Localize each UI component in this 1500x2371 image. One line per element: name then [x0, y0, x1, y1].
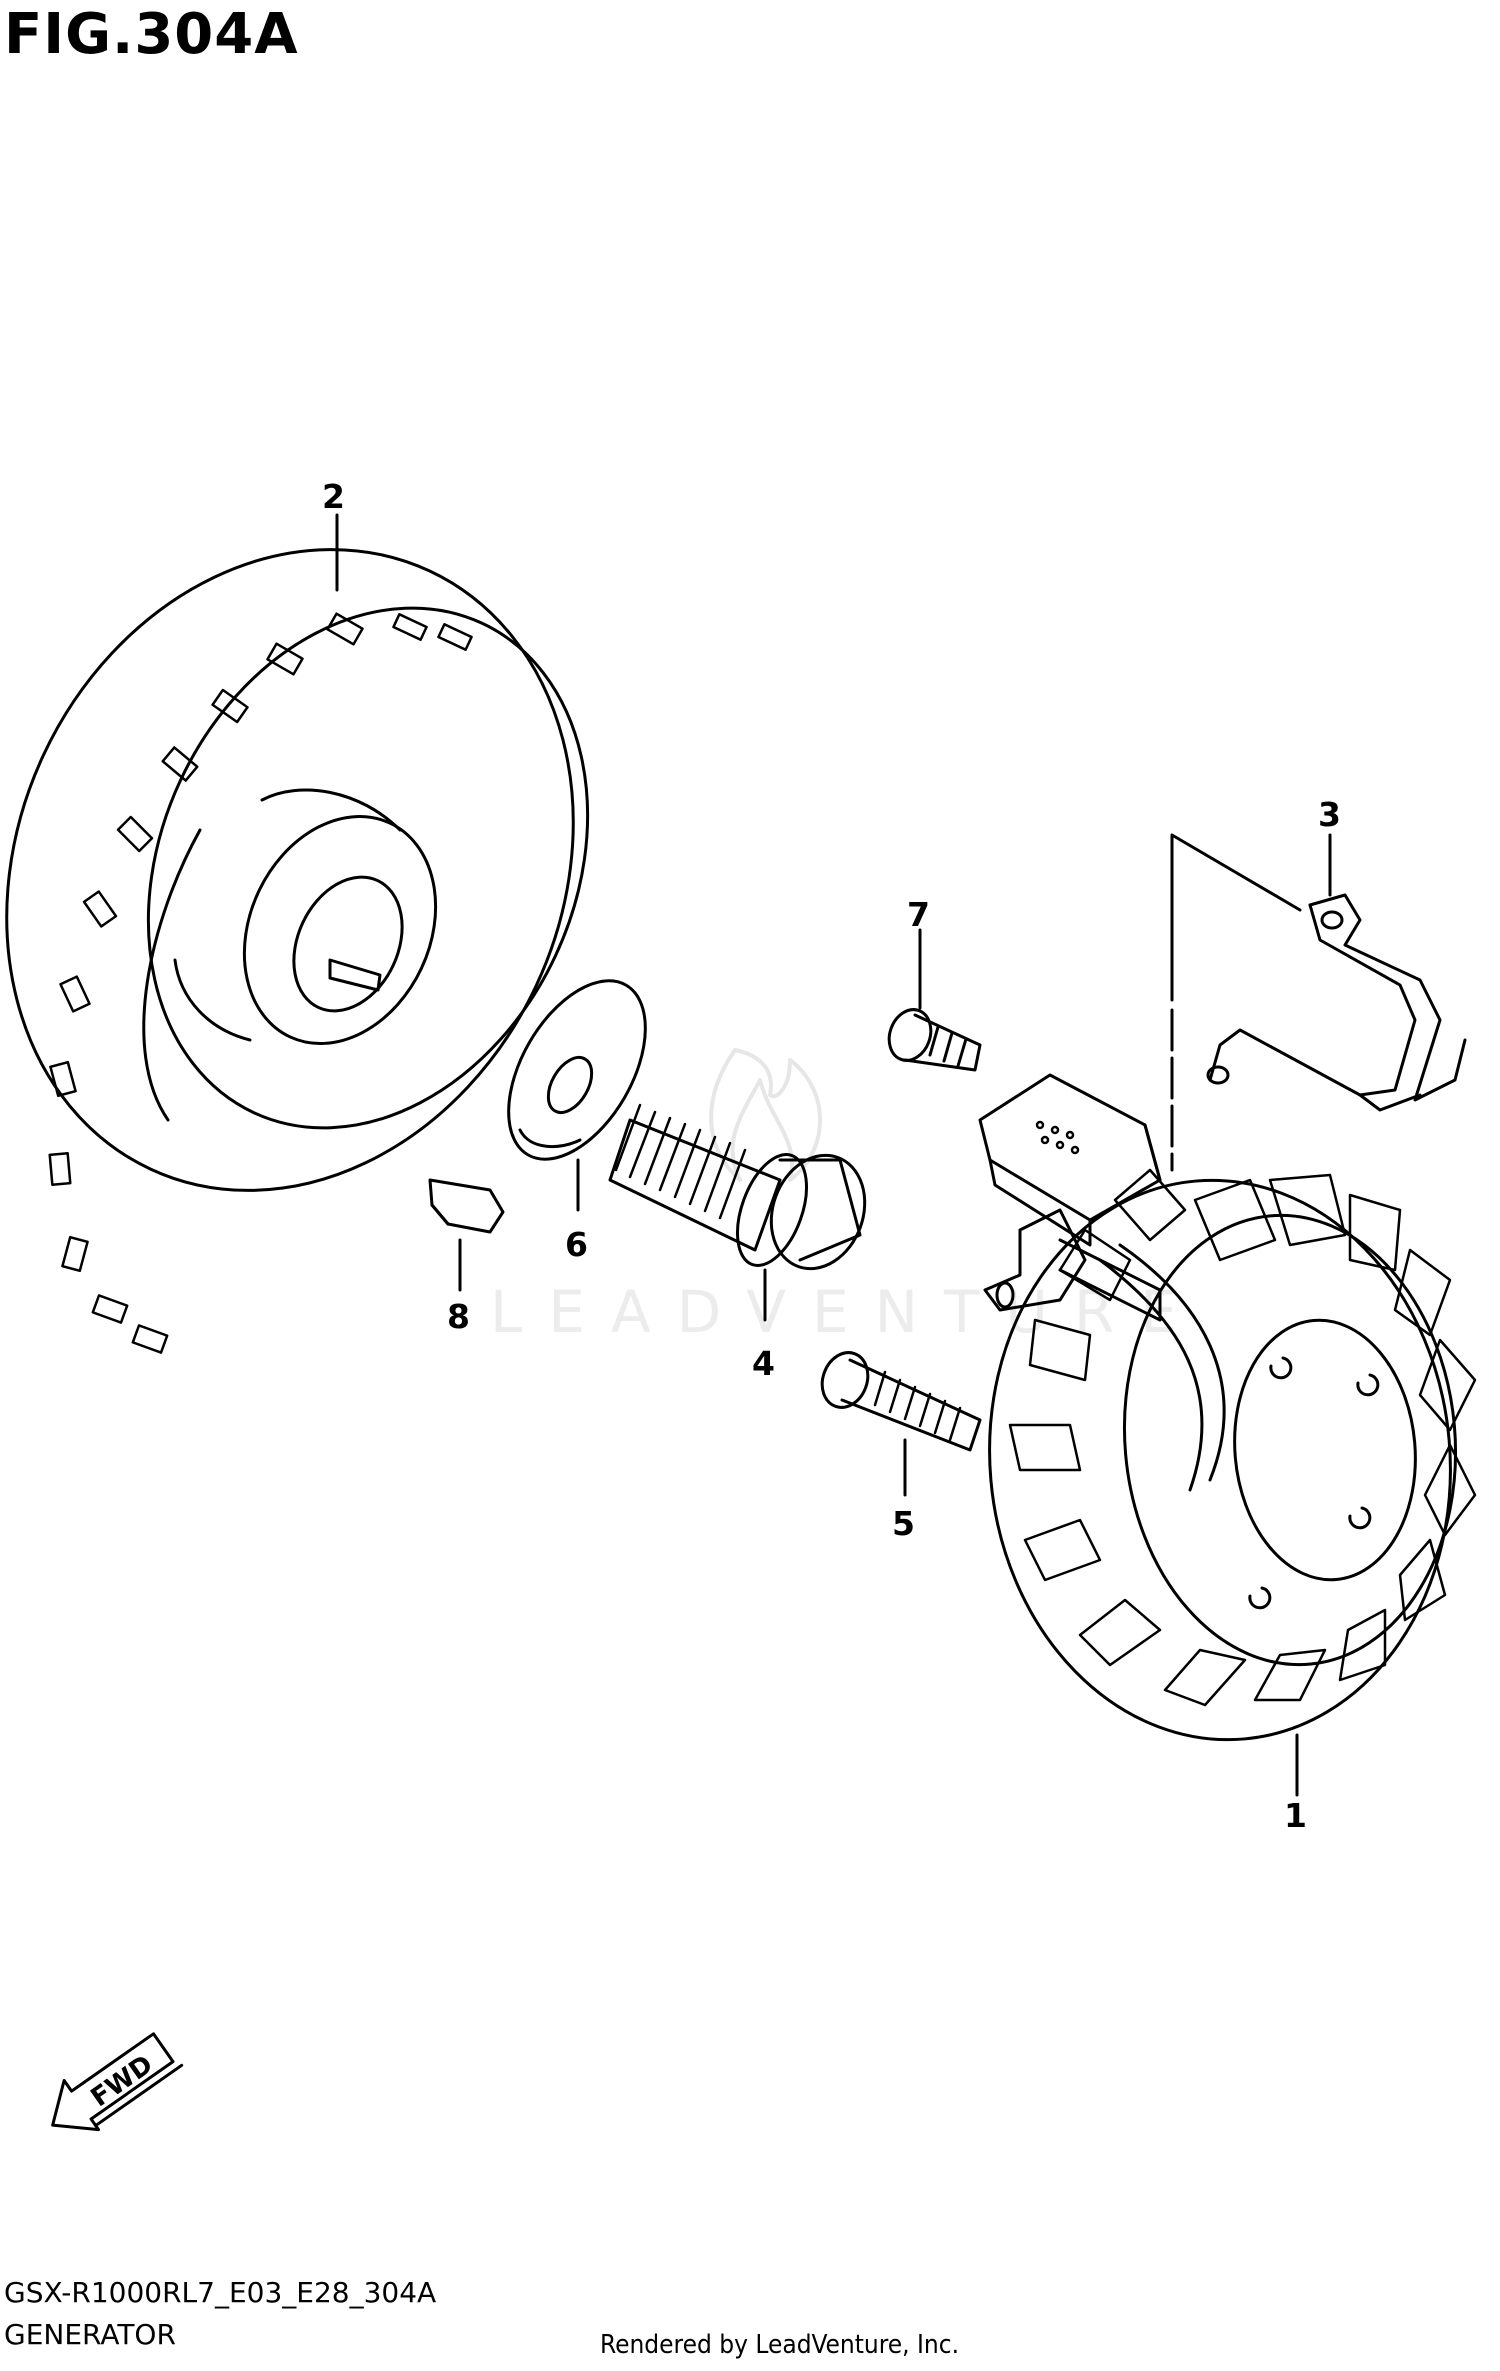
callout-1: 1: [1284, 1796, 1307, 1835]
callout-8: 8: [447, 1297, 470, 1336]
callout-6: 6: [565, 1225, 588, 1264]
fwd-arrow-icon: FWD: [51, 2032, 184, 2132]
callout-3: 3: [1318, 795, 1341, 834]
watermark-text: LEADVENTURE: [490, 1278, 1203, 1346]
flywheel-rotor: [5, 548, 590, 1354]
callout-7: 7: [907, 895, 930, 934]
washer: [507, 979, 647, 1161]
figure-title: FIG.304A: [4, 2, 299, 67]
flame-icon: [709, 1048, 822, 1182]
stator-bolt: [820, 1351, 982, 1452]
section-name: GENERATOR: [4, 2318, 176, 2351]
model-code: GSX-R1000RL7_E03_E28_304A: [4, 2276, 437, 2309]
wire-clamp-bracket: [1206, 893, 1467, 1112]
callout-4: 4: [752, 1344, 775, 1383]
woodruff-key: [428, 1178, 505, 1234]
fwd-label: FWD: [86, 2050, 159, 2114]
callout-2: 2: [322, 477, 345, 516]
callout-5: 5: [892, 1504, 915, 1543]
stator-coil: [978, 1073, 1477, 1742]
rotor-bolt: [608, 1103, 867, 1271]
small-screw: [887, 1008, 982, 1072]
render-credit: Rendered by LeadVenture, Inc.: [600, 2330, 960, 2360]
